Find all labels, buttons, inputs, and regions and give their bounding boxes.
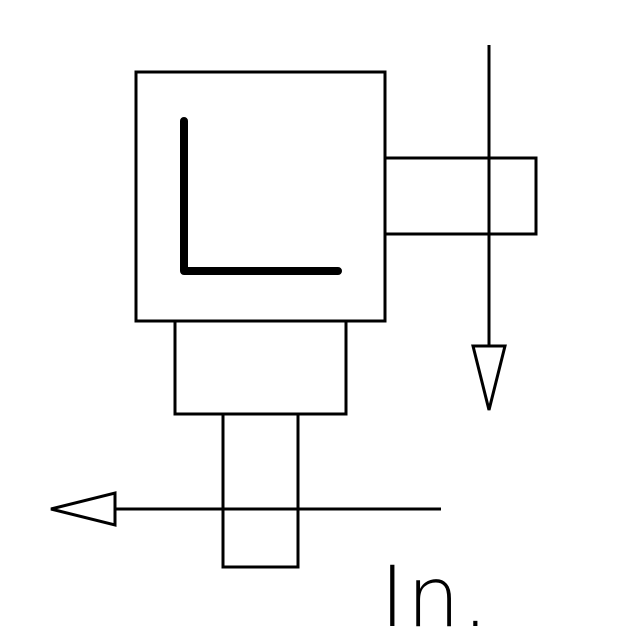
lower-flange <box>173 319 348 416</box>
l-symbol <box>180 117 342 275</box>
input-label: In. <box>380 548 491 640</box>
vertical-arrowhead <box>471 344 507 411</box>
lower-shaft <box>221 412 300 569</box>
right-shaft <box>383 156 538 236</box>
housing-box <box>134 70 387 323</box>
horizontal-arrowhead <box>50 491 117 527</box>
